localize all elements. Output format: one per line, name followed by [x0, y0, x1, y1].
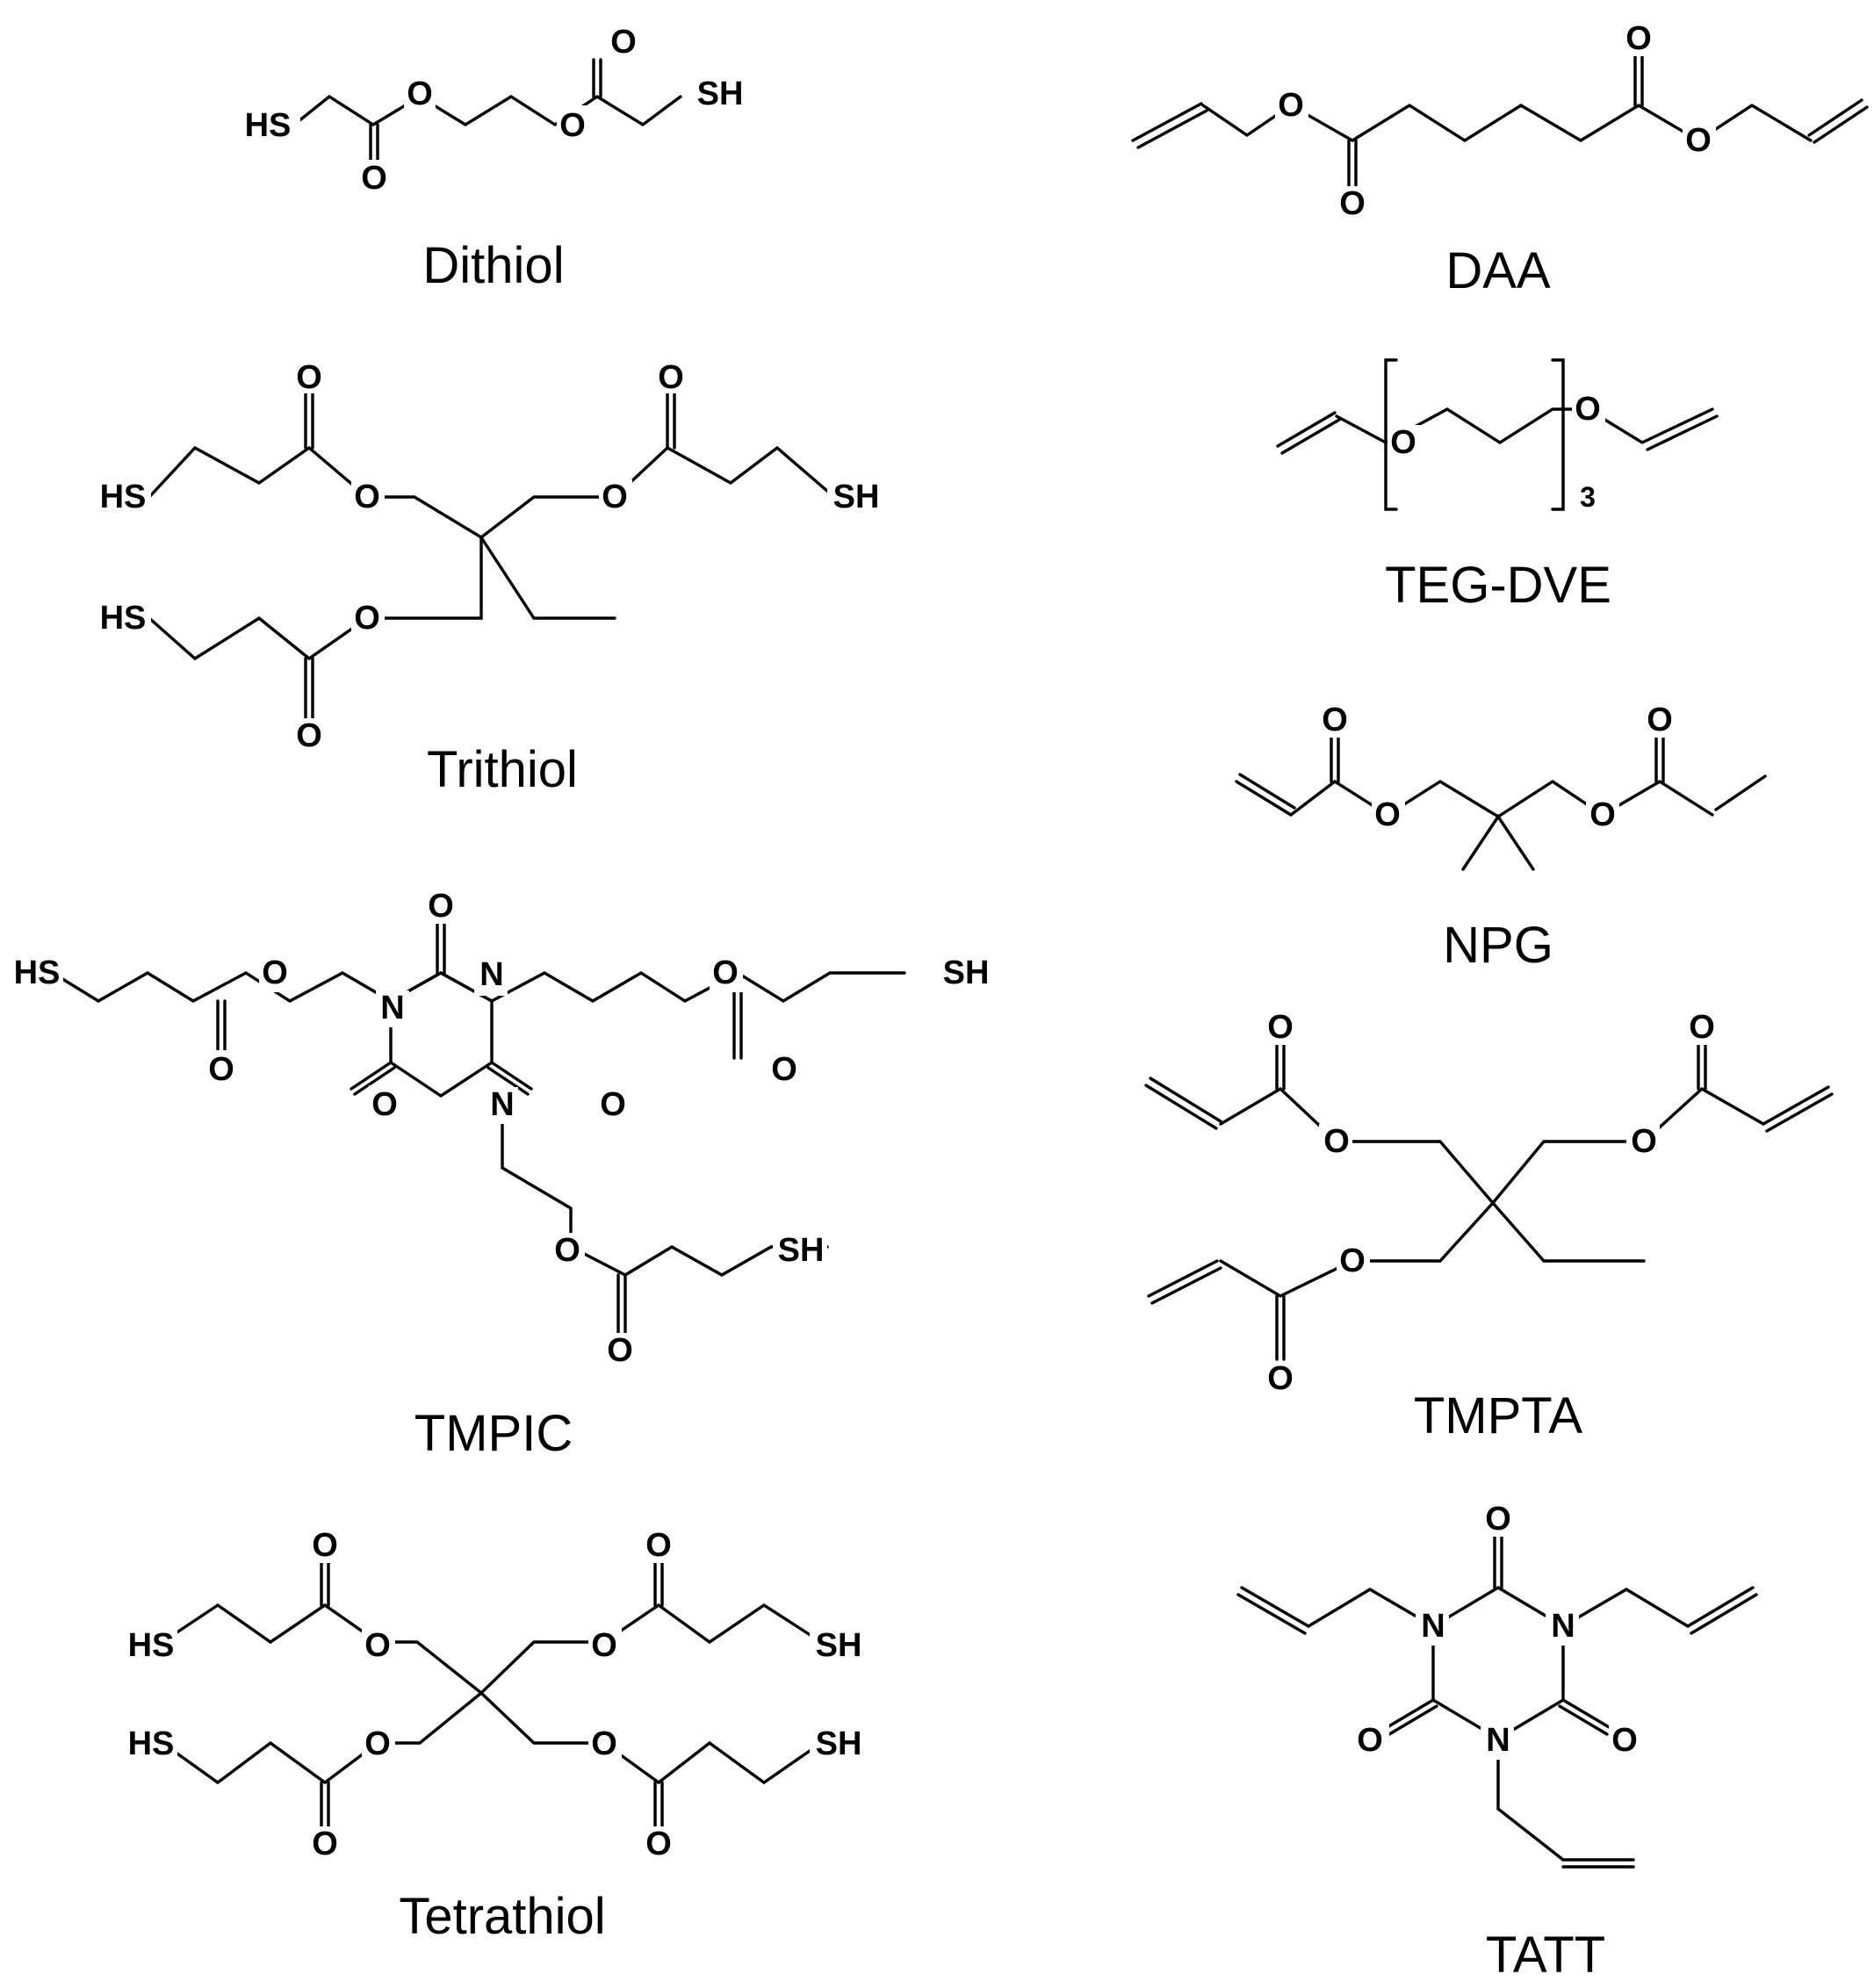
tmpta-carbonyl-oxygen-3: O [1267, 1360, 1294, 1397]
tmpic-ester-oxygen-bottom: O [554, 1232, 580, 1269]
daa-ester-oxygen-left: O [1278, 87, 1304, 124]
tegdve-name: TEG-DVE [1385, 557, 1611, 614]
tatt-ring-nitrogen-bottom: N [1486, 1722, 1510, 1759]
trithiol-name: Trithiol [427, 741, 578, 798]
npg-name: NPG [1443, 917, 1553, 974]
tetrathiol-ester-oxygen-4: O [591, 1725, 617, 1762]
dithiol-name: Dithiol [422, 237, 564, 294]
trithiol-carbonyl-oxygen-2: O [658, 359, 684, 396]
tegdve-ether-oxygen-end: O [1575, 391, 1601, 428]
tmpta-structure: O O O O O O TMPTA [1144, 1009, 1834, 1444]
tmpic-ring-carbonyl-top: O [428, 888, 454, 925]
trithiol-carbonyl-oxygen-1: O [296, 359, 322, 396]
tmpic-ring-nitrogen-right: N [479, 956, 503, 993]
npg-structure: O O O O NPG [1235, 702, 1767, 974]
tetrathiol-thiol-upper-left: HS [128, 1627, 175, 1664]
tegdve-ether-oxygen-repeat: O [1390, 424, 1416, 461]
tetrathiol-carbonyl-oxygen-3: O [312, 1826, 338, 1862]
tetrathiol-ester-oxygen-1: O [364, 1627, 391, 1664]
dithiol-carbonyl-oxygen-2: O [610, 24, 637, 61]
tetrathiol-thiol-lower-left: HS [128, 1725, 175, 1762]
tatt-ring-nitrogen-right: N [1551, 1608, 1575, 1645]
tmpic-thiol-left: HS [14, 954, 61, 991]
tatt-structure: O N N N O O TATT [1236, 1501, 1758, 1984]
tmpic-ring-nitrogen-left: N [380, 990, 404, 1026]
daa-ester-oxygen-right: O [1685, 122, 1712, 159]
dithiol-thiol-right-label: SH [697, 76, 744, 112]
tetrathiol-thiol-upper-right: SH [816, 1627, 862, 1664]
tatt-carbonyl-oxygen-top: O [1485, 1501, 1511, 1538]
npg-ester-oxygen-right: O [1589, 796, 1616, 833]
trithiol-ester-oxygen-3: O [354, 600, 380, 637]
tatt-name: TATT [1486, 1927, 1605, 1984]
tmpic-ring-carbonyl-left: O [371, 1086, 398, 1123]
dithiol-ester-oxygen-1: O [407, 76, 433, 112]
tetrathiol-carbonyl-oxygen-4: O [645, 1826, 672, 1862]
tatt-ring-nitrogen-left: N [1421, 1608, 1445, 1645]
tmpic-ester-oxygen-right: O [712, 954, 739, 991]
tetrathiol-name: Tetrathiol [399, 1888, 605, 1945]
tmpic-thiol-bottom: SH [778, 1232, 825, 1269]
tetrathiol-carbonyl-oxygen-2: O [645, 1527, 672, 1564]
tatt-carbonyl-oxygen-right: O [1611, 1722, 1638, 1759]
daa-name: DAA [1445, 242, 1551, 299]
dithiol-thiol-left-label: HS [245, 107, 292, 144]
trithiol-ester-oxygen-1: O [354, 479, 380, 515]
tmpta-carbonyl-oxygen-1: O [1267, 1009, 1294, 1046]
tetrathiol-ester-oxygen-3: O [364, 1725, 391, 1762]
tmpic-thiol-right: SH [943, 954, 990, 991]
trithiol-ester-oxygen-2: O [602, 479, 628, 515]
tmpta-ester-oxygen-2: O [1631, 1123, 1657, 1160]
tmpta-name: TMPTA [1414, 1387, 1583, 1444]
dithiol-ester-oxygen-2: O [559, 107, 586, 144]
tmpic-structure: HS O O O N N N O O O O SH O O SH TMPIC [9, 888, 992, 1462]
daa-carbonyl-oxygen-right: O [1625, 20, 1652, 57]
trithiol-structure: HS O O O O SH HS O O Trithiol [97, 358, 882, 798]
tetrathiol-carbonyl-oxygen-1: O [312, 1527, 338, 1564]
tmpic-carbonyl-oxygen-bottom: O [607, 1332, 633, 1369]
tegdve-structure: O O 3 TEG-DVE [1276, 358, 1719, 614]
dithiol-carbonyl-oxygen-1: O [361, 160, 387, 197]
tmpic-ring-nitrogen-bottom: N [490, 1086, 514, 1123]
trithiol-thiol-upper-left: HS [100, 479, 147, 515]
tmpic-ring-carbonyl-right: O [600, 1086, 626, 1123]
dithiol-structure: HS O O O O SH Dithiol [245, 24, 748, 294]
tmpic-carbonyl-oxygen-left: O [208, 1051, 234, 1088]
daa-carbonyl-oxygen-left: O [1339, 185, 1366, 222]
tmpic-carbonyl-oxygen-right: O [771, 1051, 797, 1088]
tetrathiol-thiol-lower-right: SH [816, 1725, 862, 1762]
trithiol-thiol-upper-right: SH [833, 479, 880, 515]
npg-carbonyl-oxygen-left: O [1322, 702, 1348, 738]
tmpta-ester-oxygen-3: O [1339, 1242, 1366, 1279]
trithiol-thiol-lower-left: HS [100, 600, 147, 637]
npg-carbonyl-oxygen-right: O [1647, 702, 1673, 738]
tmpic-ester-oxygen-left: O [262, 954, 288, 991]
trithiol-carbonyl-oxygen-3: O [296, 717, 322, 754]
tetrathiol-structure: HS O O O O SH HS O O SH O O Tetrathiol [123, 1527, 864, 1945]
tmpta-carbonyl-oxygen-2: O [1689, 1009, 1715, 1046]
tatt-carbonyl-oxygen-left: O [1357, 1722, 1383, 1759]
daa-structure: O O O O DAA [1131, 20, 1869, 299]
tegdve-repeat-count: 3 [1580, 481, 1596, 513]
npg-ester-oxygen-left: O [1374, 796, 1401, 833]
tetrathiol-ester-oxygen-2: O [591, 1627, 617, 1664]
tmpic-name: TMPIC [414, 1405, 573, 1462]
tmpta-ester-oxygen-1: O [1323, 1123, 1350, 1160]
